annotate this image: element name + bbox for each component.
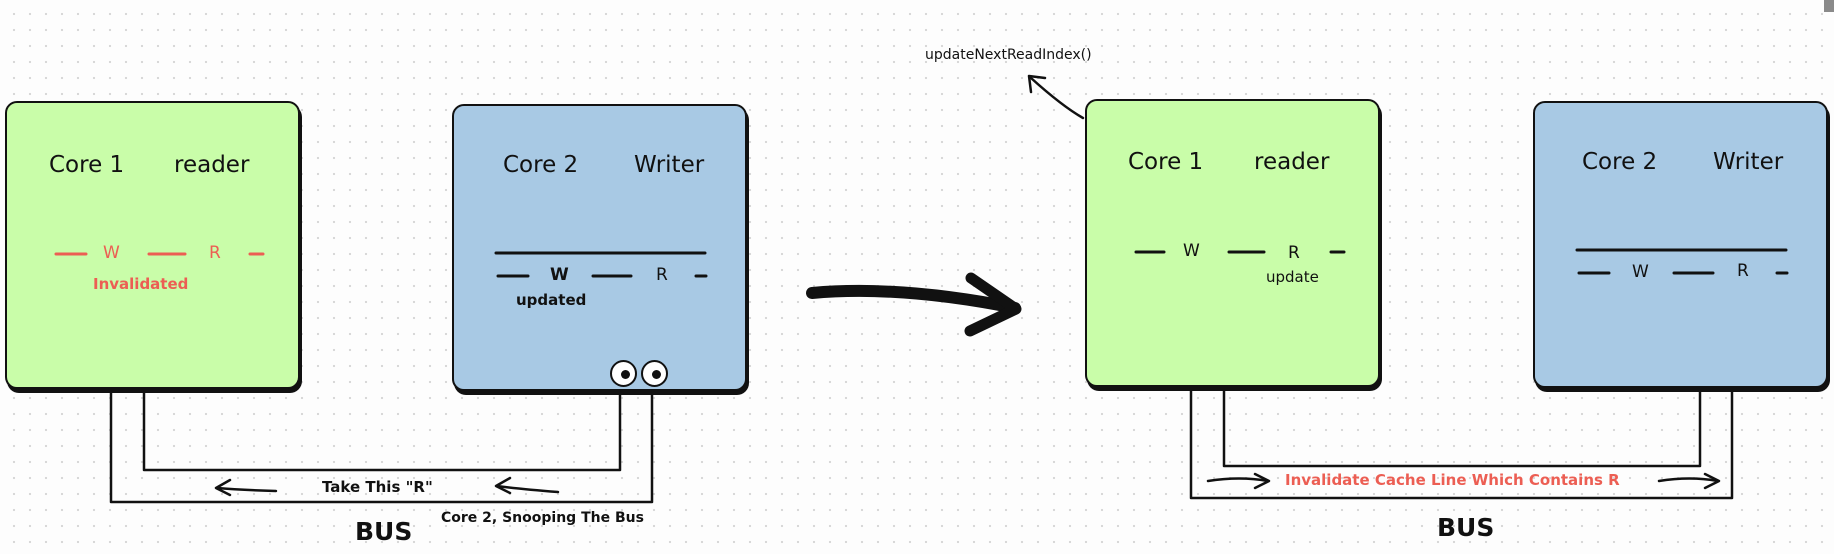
left-core1-r-marker: R bbox=[209, 243, 221, 263]
callout-arrow-head bbox=[1027, 74, 1047, 94]
right-core2-title: Core 2 bbox=[1582, 149, 1658, 175]
right-bus-arrow-1 bbox=[1206, 477, 1270, 483]
left-core2-title: Core 2 bbox=[503, 152, 579, 178]
right-core1-role: reader bbox=[1254, 149, 1330, 175]
left-core1-w-marker: W bbox=[103, 243, 120, 263]
right-core1-callout: updateNextReadIndex() bbox=[925, 47, 1092, 63]
left-core1-title: Core 1 bbox=[49, 152, 125, 178]
right-core2-box bbox=[1533, 101, 1828, 388]
left-bus-arrow-2-head bbox=[494, 476, 512, 495]
right-bus-arrow-2-head bbox=[1703, 472, 1721, 490]
left-bus-top-label: Take This "R" bbox=[322, 478, 433, 496]
right-core1-r-marker: R bbox=[1288, 243, 1300, 263]
left-bus-title: BUS bbox=[355, 517, 413, 546]
left-core2-role: Writer bbox=[634, 152, 705, 178]
right-core1-box bbox=[1085, 99, 1380, 387]
scrollbar-corner bbox=[1824, 0, 1834, 12]
left-core2-r-marker: R bbox=[656, 265, 668, 285]
left-bus-bottom-label: Core 2, Snooping The Bus bbox=[441, 510, 644, 526]
left-bus-arrow-1-head bbox=[214, 478, 232, 497]
left-core2-w-marker: W bbox=[550, 265, 569, 285]
callout-arrow bbox=[1029, 76, 1085, 120]
right-core2-r-marker: R bbox=[1737, 261, 1749, 281]
left-bus-inner-wire bbox=[142, 388, 622, 472]
right-bus-arrow-2 bbox=[1657, 477, 1720, 483]
left-bus-outer-wire bbox=[109, 388, 654, 504]
right-bus-label: Invalidate Cache Line Which Contains R bbox=[1285, 471, 1620, 489]
right-core1-status: update bbox=[1266, 268, 1319, 286]
right-core1-w-marker: W bbox=[1183, 241, 1200, 261]
right-core2-role: Writer bbox=[1713, 149, 1784, 175]
right-arrow-icon bbox=[806, 272, 1022, 337]
right-bus-title: BUS bbox=[1437, 513, 1495, 542]
left-core1-role: reader bbox=[174, 152, 250, 178]
left-core1-status: Invalidated bbox=[93, 275, 189, 293]
left-bus-arrow-2 bbox=[495, 484, 560, 494]
right-bus-inner-wire bbox=[1222, 386, 1702, 468]
left-core1-box bbox=[5, 101, 300, 389]
right-bus-arrow-1-head bbox=[1253, 472, 1271, 490]
left-bus-arrow-1 bbox=[215, 486, 278, 493]
right-bus-outer-wire bbox=[1189, 386, 1734, 500]
right-core1-title: Core 1 bbox=[1128, 149, 1204, 175]
left-core2-status: updated bbox=[516, 291, 587, 309]
right-core2-w-marker: W bbox=[1632, 262, 1649, 282]
eyes-icon bbox=[610, 360, 670, 390]
left-core2-box bbox=[452, 104, 747, 391]
